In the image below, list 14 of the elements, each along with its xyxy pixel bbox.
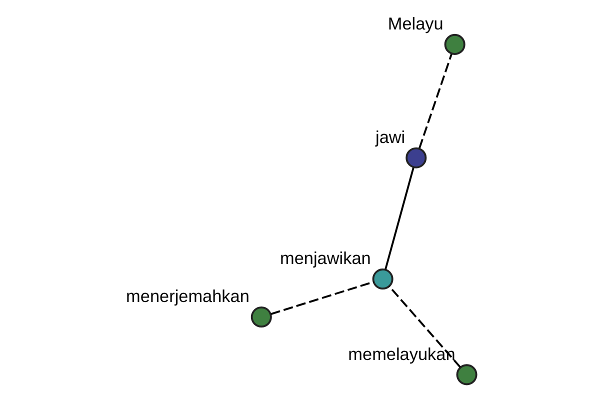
node-circle	[250, 306, 272, 328]
node-circle	[456, 364, 478, 386]
node-circle	[444, 34, 466, 55]
connector	[384, 167, 414, 270]
node-circle	[372, 268, 394, 290]
connector	[388, 286, 461, 368]
connector	[270, 280, 374, 315]
connector	[418, 54, 452, 149]
node-label: menjawikan	[280, 248, 371, 268]
node-label: Melayu	[388, 14, 444, 34]
node-label: jawi	[375, 126, 406, 147]
node-label: memelayukan	[348, 344, 456, 364]
node-label: menerjemahkan	[126, 286, 250, 306]
node-circle	[406, 147, 427, 168]
